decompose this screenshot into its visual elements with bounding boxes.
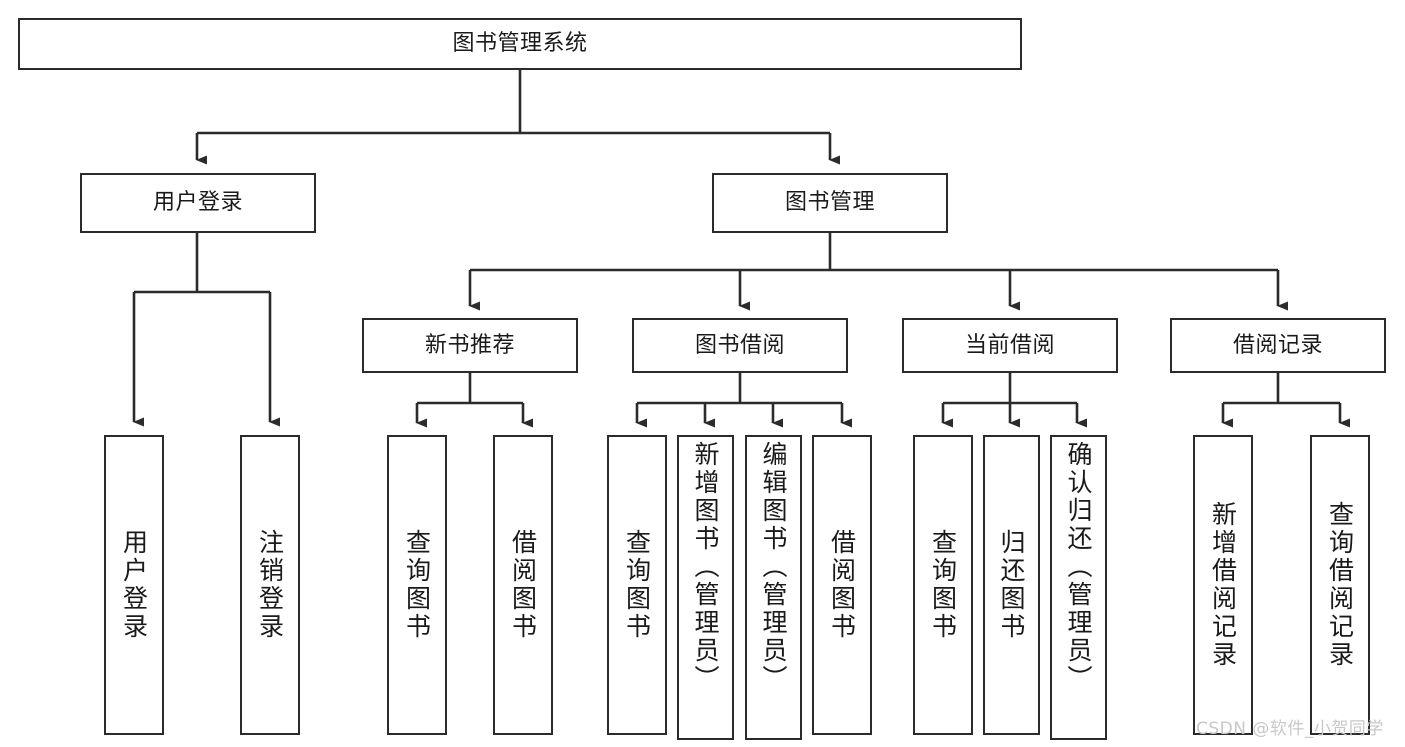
node-borrow-record-label: 借阅记录: [1232, 332, 1323, 358]
node-borrow-record[interactable]: 借阅记录: [1170, 318, 1386, 373]
node-root[interactable]: 图书管理系统: [18, 18, 1022, 70]
leaf-recommend-query-book-label: 查询图书: [402, 529, 432, 641]
leaf-user-login-logout-label: 注销登录: [255, 529, 285, 641]
leaf-borrow-query-book[interactable]: 查询图书: [607, 435, 667, 735]
node-new-book-recommend-label: 新书推荐: [424, 332, 515, 358]
node-root-label: 图书管理系统: [452, 31, 588, 57]
leaf-record-query-record[interactable]: 查询借阅记录: [1310, 435, 1370, 735]
leaf-current-query-book[interactable]: 查询图书: [913, 435, 973, 735]
node-book-management[interactable]: 图书管理: [712, 173, 948, 233]
leaf-recommend-borrow-book-label: 借阅图书: [508, 529, 538, 641]
node-new-book-recommend[interactable]: 新书推荐: [362, 318, 578, 373]
node-current-borrow-label: 当前借阅: [964, 332, 1055, 358]
node-book-borrow[interactable]: 图书借阅: [632, 318, 848, 373]
leaf-current-query-book-label: 查询图书: [928, 529, 958, 641]
node-book-management-label: 图书管理: [784, 190, 875, 216]
leaf-user-login-login[interactable]: 用户登录: [104, 435, 164, 735]
leaf-borrow-add-book[interactable]: 新增图书（管理员）: [677, 435, 734, 740]
node-user-login-label: 用户登录: [152, 190, 243, 216]
leaf-borrow-borrow-book[interactable]: 借阅图书: [812, 435, 872, 735]
leaf-recommend-query-book[interactable]: 查询图书: [387, 435, 447, 735]
leaf-borrow-add-book-label: 新增图书（管理员）: [691, 441, 720, 693]
leaf-current-return-book[interactable]: 归还图书: [983, 435, 1040, 735]
leaf-borrow-borrow-book-label: 借阅图书: [827, 529, 857, 641]
leaf-borrow-query-book-label: 查询图书: [622, 529, 652, 641]
leaf-borrow-edit-book-label: 编辑图书（管理员）: [759, 441, 788, 693]
csdn-watermark: CSDN @软件_小贺同学: [1196, 719, 1384, 739]
leaf-current-return-book-label: 归还图书: [997, 529, 1026, 641]
leaf-record-add-record-label: 新增借阅记录: [1208, 501, 1238, 669]
leaf-user-login-logout[interactable]: 注销登录: [240, 435, 300, 735]
node-book-borrow-label: 图书借阅: [694, 332, 785, 358]
leaf-record-query-record-label: 查询借阅记录: [1325, 501, 1355, 669]
leaf-record-add-record[interactable]: 新增借阅记录: [1193, 435, 1253, 735]
leaf-recommend-borrow-book[interactable]: 借阅图书: [493, 435, 553, 735]
leaf-borrow-edit-book[interactable]: 编辑图书（管理员）: [745, 435, 802, 740]
leaf-current-confirm-return-label: 确认归还（管理员）: [1064, 441, 1093, 693]
leaf-user-login-login-label: 用户登录: [119, 529, 149, 641]
leaf-current-confirm-return[interactable]: 确认归还（管理员）: [1050, 435, 1107, 740]
node-current-borrow[interactable]: 当前借阅: [902, 318, 1118, 373]
node-user-login[interactable]: 用户登录: [80, 173, 316, 233]
